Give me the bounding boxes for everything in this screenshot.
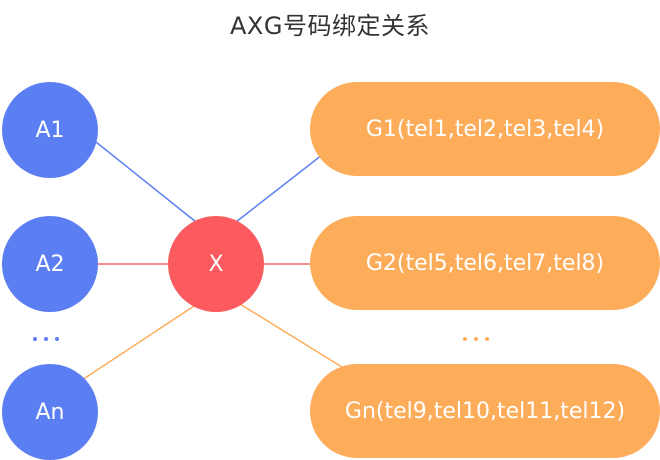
- node-g1: G1(tel1,tel2,tel3,tel4): [310, 82, 660, 176]
- ellipsis-left: [33, 337, 59, 341]
- node-an: An: [2, 364, 98, 460]
- node-an-label: An: [35, 399, 65, 425]
- ellipsis-dot: [463, 337, 467, 341]
- edge-x-g1: [235, 154, 323, 223]
- node-x: X: [168, 216, 264, 312]
- ellipsis-dot: [485, 337, 489, 341]
- ellipsis-dot: [55, 337, 59, 341]
- node-g2-label: G2(tel5,tel6,tel7,tel8): [365, 250, 605, 276]
- node-a1-label: A1: [35, 117, 65, 143]
- node-x-label: X: [208, 251, 224, 277]
- node-g2: G2(tel5,tel6,tel7,tel8): [310, 216, 660, 310]
- ellipsis-dot: [33, 337, 37, 341]
- diagram-title: AXG号码绑定关系: [230, 12, 430, 40]
- ellipsis-dot: [474, 337, 478, 341]
- node-a2-label: A2: [35, 251, 65, 277]
- edge-x-gn: [239, 303, 351, 373]
- ellipsis-right: [463, 337, 489, 341]
- node-gn-label: Gn(tel9,tel10,tel11,tel12): [344, 398, 626, 424]
- node-a1: A1: [2, 82, 98, 178]
- ellipsis-dot: [44, 337, 48, 341]
- edge-a1-x: [95, 141, 197, 223]
- node-gn: Gn(tel9,tel10,tel11,tel12): [310, 364, 660, 458]
- node-a2: A2: [2, 216, 98, 312]
- edge-an-x: [81, 305, 195, 381]
- node-g1-label: G1(tel1,tel2,tel3,tel4): [365, 116, 605, 142]
